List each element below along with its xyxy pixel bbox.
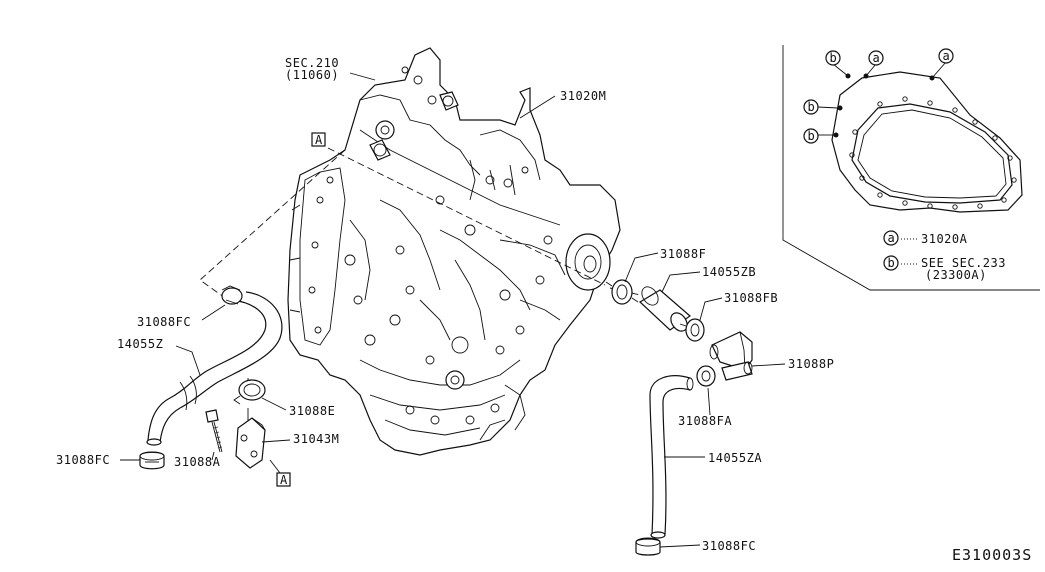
label-31088fc-top: 31088FC bbox=[137, 315, 191, 329]
fitting-31088p bbox=[709, 331, 753, 381]
bracket-31043m bbox=[235, 417, 266, 469]
label-31088e: 31088E bbox=[289, 404, 335, 418]
svg-text:b: b bbox=[808, 100, 816, 114]
reference-marker-a-bottom: A bbox=[269, 459, 291, 487]
svg-text:a: a bbox=[943, 49, 951, 63]
label-14055zb: 14055ZB bbox=[702, 265, 756, 279]
label-31088f: 31088F bbox=[660, 247, 706, 261]
inset-marker-b-1: b bbox=[825, 50, 841, 66]
bolt-31088a bbox=[205, 409, 223, 453]
hose-14055za bbox=[649, 375, 694, 539]
reference-marker-a-top: A bbox=[311, 132, 326, 147]
legend-a-code: 31020A bbox=[921, 232, 968, 246]
marker-a-top-text: A bbox=[315, 133, 323, 147]
clamp-31088f bbox=[605, 279, 639, 305]
clamp-31088e bbox=[233, 379, 266, 405]
inset-marker-b-3: b bbox=[803, 128, 819, 144]
part-labels: SEC.210 (11060) 31020M 31088FC 14055Z 31… bbox=[56, 56, 1032, 564]
legend-marker-b: b bbox=[888, 256, 896, 270]
diagram-id: E310003S bbox=[952, 546, 1032, 564]
clamp-31088fc-left bbox=[139, 451, 165, 470]
label-31043m: 31043M bbox=[293, 432, 339, 446]
label-sec210: SEC.210 bbox=[285, 56, 339, 70]
leader-lines bbox=[120, 252, 786, 548]
hose-14055zb bbox=[639, 286, 691, 332]
inset-marker-b-2: b bbox=[803, 99, 819, 115]
label-31088a: 31088A bbox=[174, 455, 221, 469]
svg-text:b: b bbox=[830, 51, 838, 65]
svg-text:a: a bbox=[873, 51, 881, 65]
label-31088fa: 31088FA bbox=[678, 414, 732, 428]
svg-text:b: b bbox=[808, 129, 816, 143]
clamp-31088fb bbox=[679, 318, 705, 342]
clamp-31088fc-bottom bbox=[635, 537, 661, 556]
label-31088fc-left: 31088FC bbox=[56, 453, 110, 467]
label-14055z: 14055Z bbox=[117, 337, 163, 351]
transmission-assembly bbox=[287, 47, 621, 456]
inset-panel: b a a b b a 31020A b SEE SEC.233 bbox=[782, 45, 1040, 291]
marker-a-bottom-text: A bbox=[280, 473, 288, 487]
inset-marker-a-1: a bbox=[868, 50, 884, 66]
label-31088fc-bottom: 31088FC bbox=[702, 539, 756, 553]
clamp-31088fa bbox=[696, 365, 716, 387]
label-31020m: 31020M bbox=[560, 89, 606, 103]
clamp-31088fc-top bbox=[221, 285, 243, 305]
legend-b-line2: (23300A) bbox=[925, 268, 987, 282]
label-14055za: 14055ZA bbox=[708, 451, 762, 465]
label-31088p: 31088P bbox=[788, 357, 834, 371]
label-31088fb: 31088FB bbox=[724, 291, 778, 305]
legend-b-line1: SEE SEC.233 bbox=[921, 256, 1006, 270]
inset-legend: a 31020A b SEE SEC.233 (23300A) bbox=[883, 230, 1006, 282]
inset-marker-a-2: a bbox=[938, 48, 954, 64]
legend-marker-a: a bbox=[888, 231, 896, 245]
hose-14055z bbox=[146, 291, 283, 446]
label-sec210-code: (11060) bbox=[285, 68, 339, 82]
